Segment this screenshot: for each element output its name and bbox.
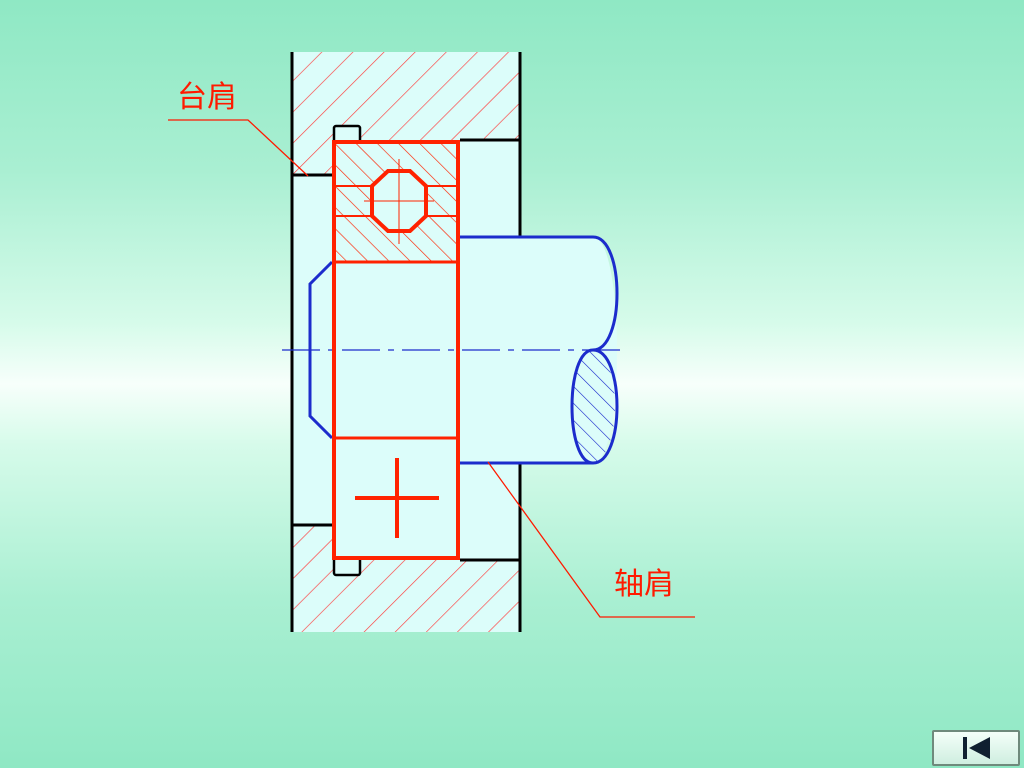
housing-bottom-section [292, 525, 520, 632]
shoulder-shaft-label: 轴肩 [614, 567, 674, 602]
retaining-tabs [332, 124, 362, 577]
housing-top-section [292, 52, 520, 175]
shoulder-top-label: 台肩 [177, 80, 237, 115]
leader-line-shoulder-top [168, 119, 309, 177]
shaft [282, 235, 625, 465]
bearing [332, 140, 460, 560]
leader-line-shoulder-shaft [487, 461, 695, 618]
housing-outline [290, 52, 522, 632]
shaft-end-section [571, 350, 615, 462]
back-button[interactable] [932, 730, 1020, 766]
skip-back-icon [963, 737, 990, 759]
bearing-cross-symbol [355, 458, 439, 538]
